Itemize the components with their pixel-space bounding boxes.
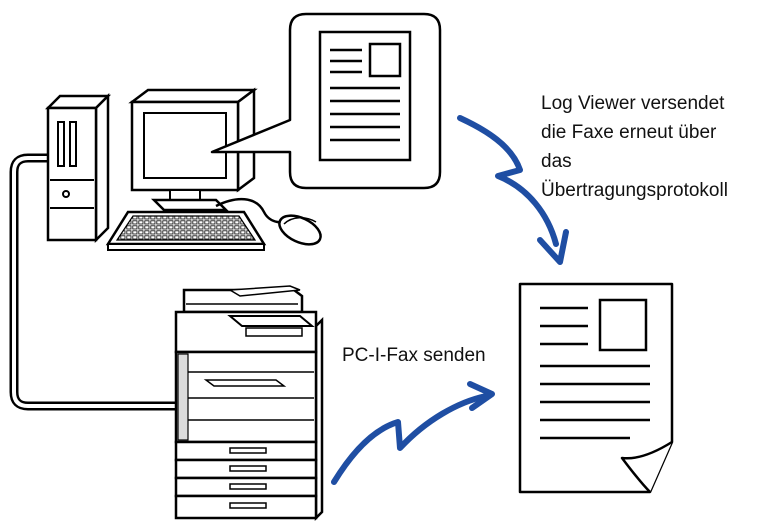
log-viewer-line-1: Log Viewer versendet	[541, 93, 725, 114]
log-viewer-line-4: Übertragungsprotokoll	[541, 180, 728, 201]
multifunction-printer-icon	[174, 285, 324, 522]
log-viewer-line-3: das	[541, 151, 572, 172]
keyboard-icon	[105, 210, 267, 251]
network-cable	[9, 153, 176, 411]
pc-fax-label: PC-I-Fax senden	[342, 345, 486, 366]
log-viewer-line-2: die Faxe erneut über	[541, 122, 717, 143]
send-arrow-icon	[331, 381, 495, 485]
received-document-icon	[518, 282, 674, 494]
resend-arrow-icon	[457, 115, 569, 265]
document-icon	[318, 30, 412, 162]
mouse-icon	[215, 198, 322, 246]
computer-tower-icon	[44, 92, 112, 244]
